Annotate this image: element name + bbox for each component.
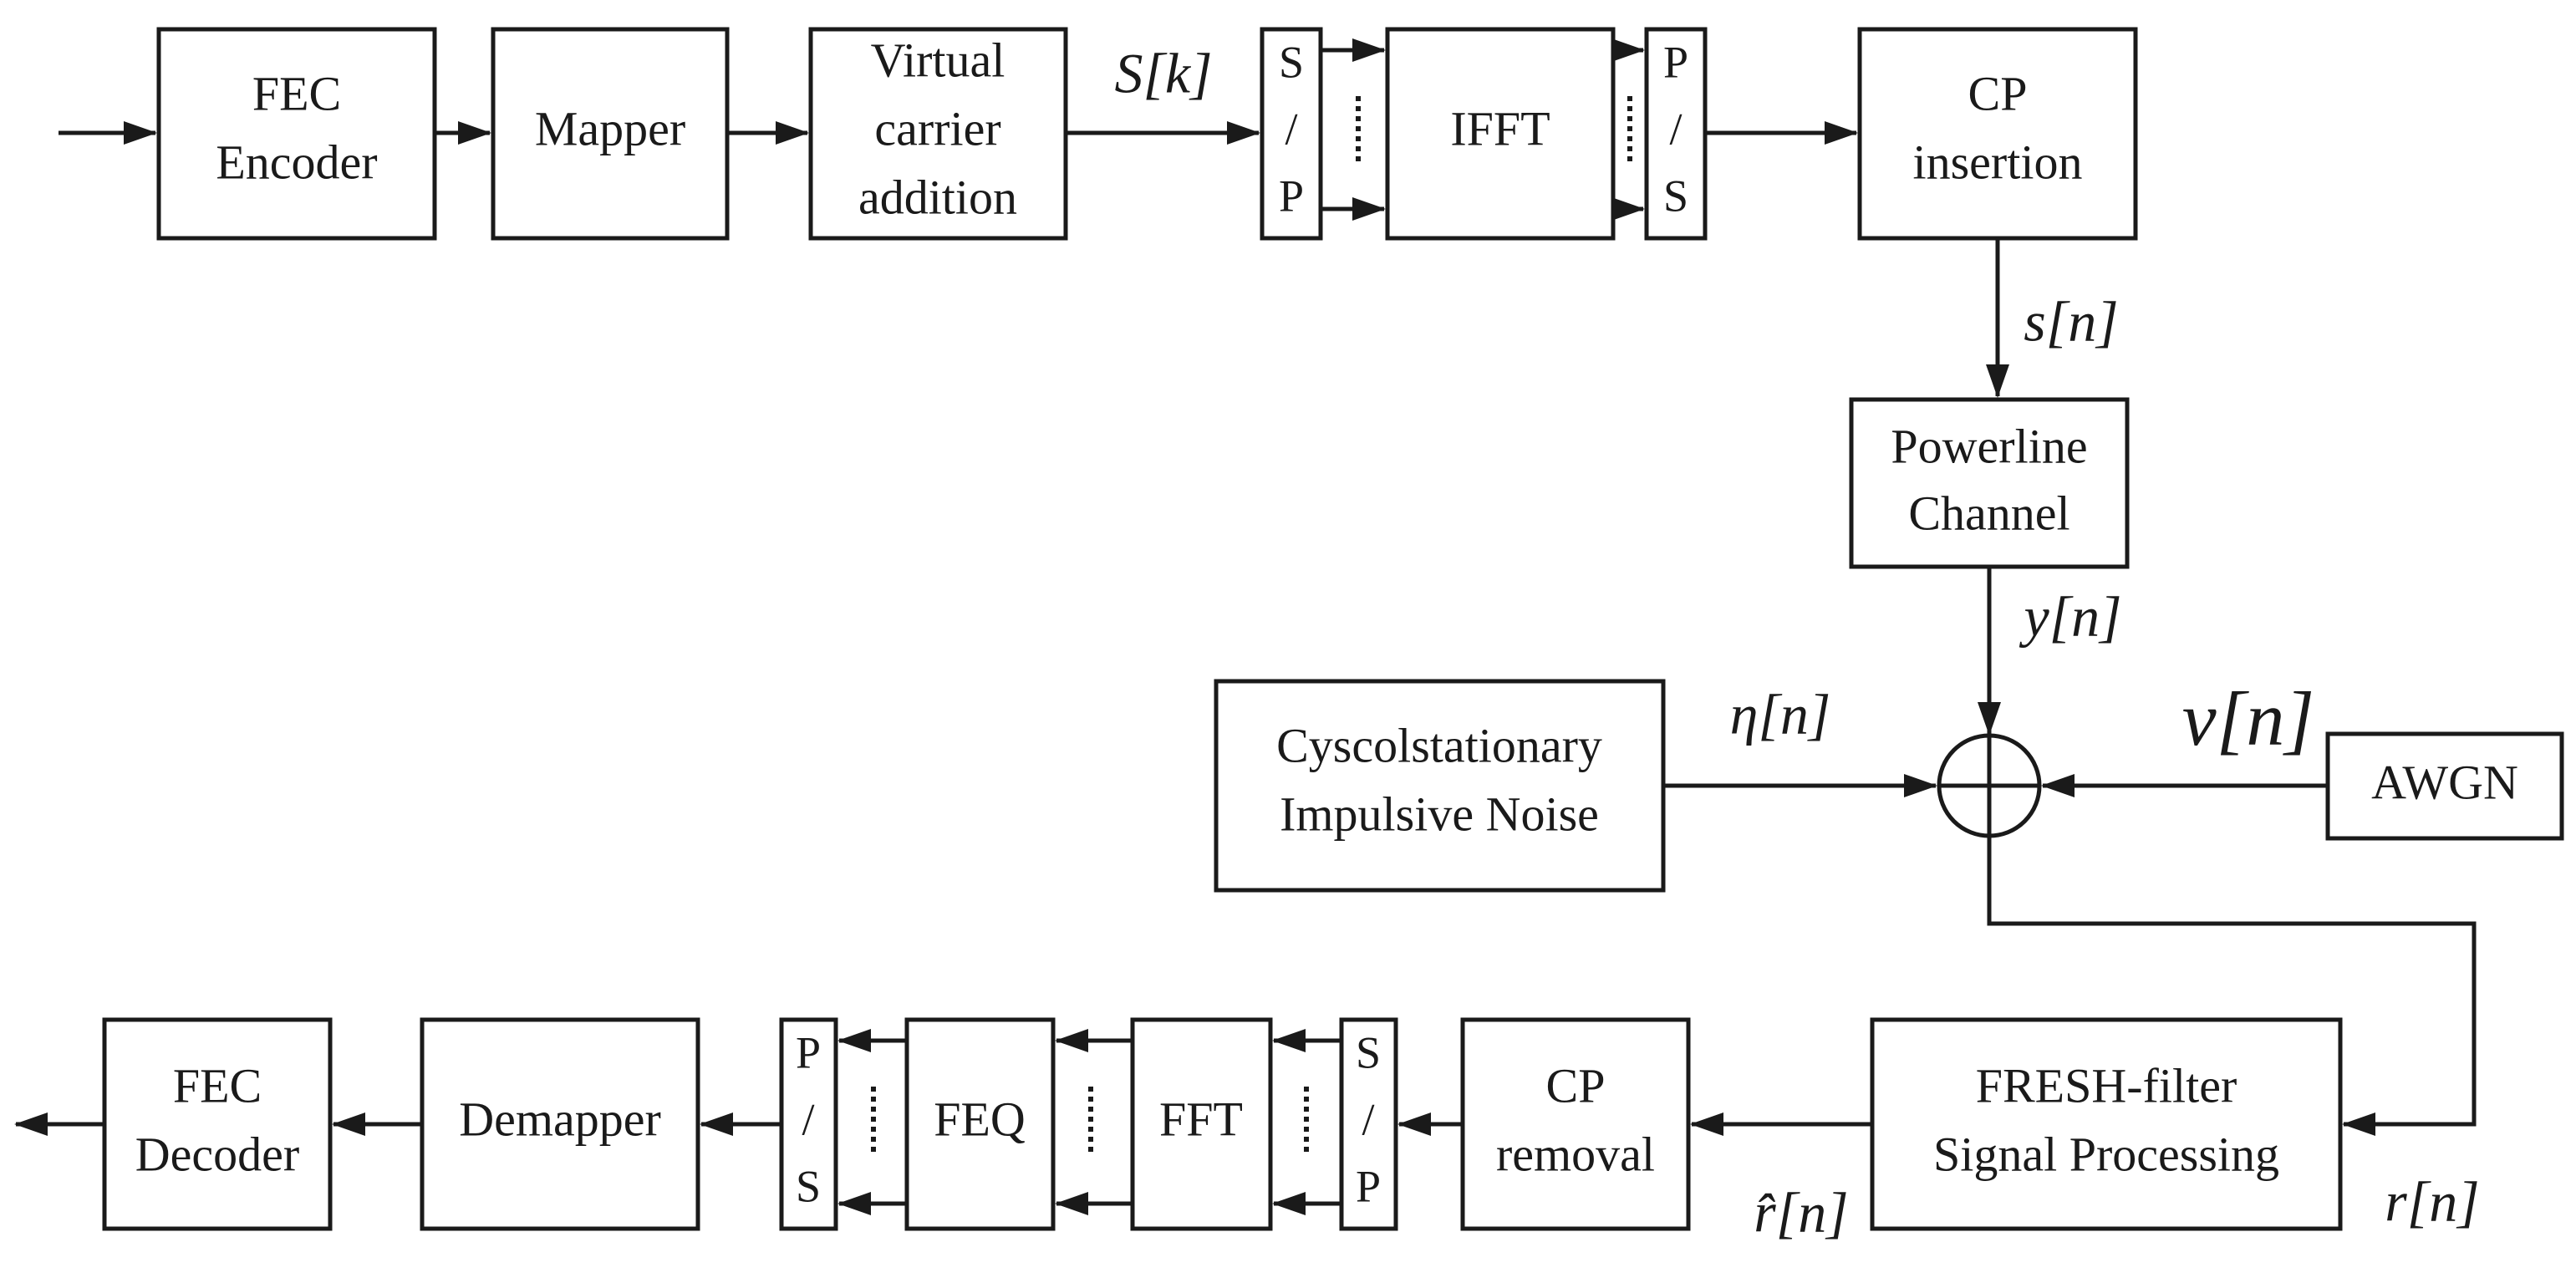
fec-decoder-block: FEC Decoder bbox=[102, 1017, 333, 1231]
fft-label: FFT bbox=[1159, 1092, 1243, 1146]
cp-insertion-label-2: insertion bbox=[1913, 135, 2083, 189]
signal-r-hat-n: r̂[n] bbox=[1754, 1181, 1848, 1245]
cp-removal-block: CP removal bbox=[1460, 1017, 1691, 1231]
rx-sp-label-2: / bbox=[1362, 1094, 1374, 1144]
tx-ps-block: P / S bbox=[1644, 27, 1708, 241]
fresh-filter-label-1: FRESH-filter bbox=[1976, 1058, 2237, 1112]
rx-sp-label-3: P bbox=[1356, 1161, 1381, 1211]
tx-sp-label-2: / bbox=[1285, 104, 1297, 154]
virtual-carrier-block: Virtual carrier addition bbox=[808, 27, 1068, 241]
vca-label-1: Virtual bbox=[871, 33, 1005, 87]
cp-removal-label-2: removal bbox=[1496, 1127, 1655, 1181]
impulsive-noise-block: Cyscolstationary Impulsive Noise bbox=[1214, 679, 1666, 893]
rx-sp-label-1: S bbox=[1356, 1027, 1381, 1077]
cp-insertion-label-1: CP bbox=[1968, 66, 2028, 120]
tx-ps-label-3: S bbox=[1663, 171, 1688, 221]
rx-ps-label-3: S bbox=[796, 1161, 821, 1211]
demapper-block: Demapper bbox=[420, 1017, 700, 1231]
mapper-block: Mapper bbox=[491, 27, 730, 241]
rx-sp-block: S / P bbox=[1339, 1017, 1398, 1231]
rx-ps-block: P / S bbox=[779, 1017, 838, 1231]
impulsive-noise-label-2: Impulsive Noise bbox=[1280, 787, 1599, 841]
fec-decoder-label-1: FEC bbox=[173, 1058, 262, 1112]
signal-v-n: v[n] bbox=[2182, 676, 2314, 761]
impulsive-noise-label-1: Cyscolstationary bbox=[1276, 718, 1602, 772]
feq-block: FEQ bbox=[904, 1017, 1056, 1231]
fec-decoder-label-2: Decoder bbox=[135, 1127, 299, 1181]
tx-sp-label-3: P bbox=[1279, 171, 1304, 221]
vca-label-3: addition bbox=[858, 170, 1017, 224]
rx-ps-label-2: / bbox=[802, 1094, 814, 1144]
mapper-label: Mapper bbox=[535, 101, 685, 155]
cp-insertion-block: CP insertion bbox=[1857, 27, 2138, 241]
powerline-channel-block: Powerline Channel bbox=[1849, 397, 2130, 569]
signal-eta-n: η[n] bbox=[1730, 683, 1831, 746]
fresh-filter-label-2: Signal Processing bbox=[1933, 1127, 2279, 1181]
cp-removal-label-1: CP bbox=[1546, 1058, 1606, 1112]
ifft-block: IFFT bbox=[1385, 27, 1616, 241]
ifft-label: IFFT bbox=[1450, 101, 1550, 155]
signal-y-n: y[n] bbox=[2019, 585, 2121, 649]
fresh-filter-block: FRESH-filter Signal Processing bbox=[1870, 1017, 2343, 1231]
summing-junction bbox=[1937, 733, 2042, 838]
fec-encoder-label-1: FEC bbox=[252, 66, 341, 120]
fec-encoder-label-2: Encoder bbox=[216, 135, 377, 189]
signal-S-k: S[k] bbox=[1114, 42, 1212, 105]
signal-s-n: s[n] bbox=[2024, 290, 2118, 354]
tx-sp-label-1: S bbox=[1279, 37, 1304, 87]
fec-encoder-block: FEC Encoder bbox=[156, 27, 437, 241]
vca-label-2: carrier bbox=[874, 101, 1000, 155]
rx-ps-label-1: P bbox=[796, 1027, 821, 1077]
tx-sp-block: S / P bbox=[1260, 27, 1323, 241]
demapper-label: Demapper bbox=[459, 1092, 661, 1146]
fft-block: FFT bbox=[1130, 1017, 1273, 1231]
tx-ps-label-1: P bbox=[1663, 37, 1688, 87]
powerline-label-1: Powerline bbox=[1891, 419, 2087, 473]
awgn-block: AWGN bbox=[2325, 731, 2564, 841]
wire-sum-to-fresh bbox=[1987, 836, 2477, 1136]
powerline-label-2: Channel bbox=[1908, 486, 2069, 540]
feq-label: FEQ bbox=[934, 1092, 1026, 1146]
awgn-label: AWGN bbox=[2371, 755, 2518, 809]
signal-r-n: r[n] bbox=[2385, 1170, 2479, 1234]
tx-ps-label-2: / bbox=[1669, 104, 1682, 154]
